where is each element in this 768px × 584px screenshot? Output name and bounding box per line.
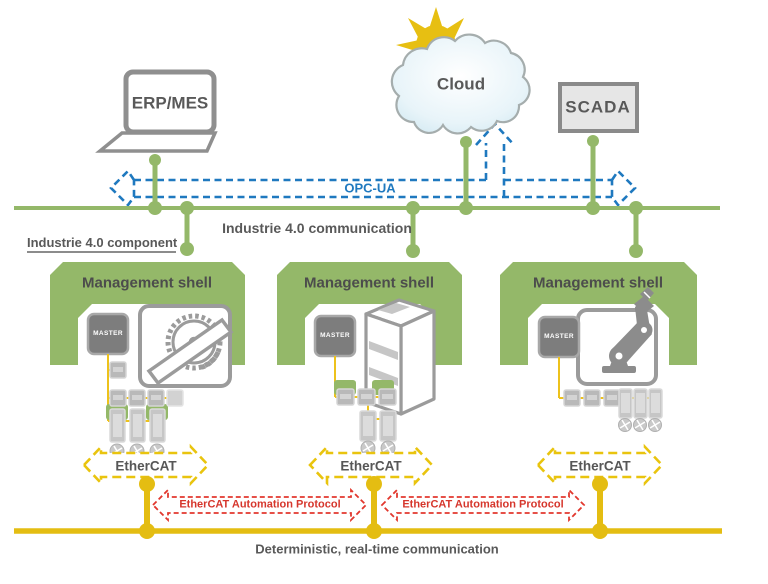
bus-connector-cloud [459,136,473,215]
eap-arrow-1 [151,487,368,523]
realtime-connector-2 [366,476,382,539]
scada-label: SCADA [565,97,631,117]
ethercat-segment-2 [334,356,397,456]
industrie40-communication-label: Industrie 4.0 communication [222,220,412,236]
drive-modules [618,388,663,419]
bus-connector-erp [148,154,162,215]
industrie40-bus [14,135,720,258]
ethercat-label-3: EtherCAT [569,458,631,474]
slave-boxes [563,389,621,407]
motor-icons [360,440,396,456]
realtime-connector-3 [592,476,608,539]
ethercat-label-1: EtherCAT [115,458,177,474]
master-label-2: MASTER [320,331,350,339]
ethercat-label-2: EtherCAT [340,458,402,474]
opc-ua-branch-to-cloud [475,122,515,197]
opc-ua-label: OPC-UA [344,180,396,196]
master-label-3: MASTER [544,332,574,340]
bus-connector-shell1 [180,201,194,256]
ethercat-arrow-3 [536,443,664,487]
ethercat-segment-3 [558,357,663,432]
realtime-connector-1 [139,476,155,539]
drive-modules [359,410,397,442]
cloud-icon [390,33,531,135]
eap-label-2: EtherCAT Automation Protocol [402,498,564,511]
drive-modules [109,408,166,443]
control-cabinet-icon [364,298,436,416]
management-shell-1-shape [50,262,245,365]
cloud-label: Cloud [436,74,486,94]
erp-mes-label: ERP/MES [131,93,209,113]
eap-label-1: EtherCAT Automation Protocol [179,498,341,511]
scada-box [558,82,639,133]
industrie40-component-label: Industrie 4.0 component [27,235,178,250]
circular-saw-icon [138,304,234,388]
motor-icons [618,418,662,432]
eap-arrow-2 [380,487,586,523]
slave-boxes [336,388,397,406]
bus-connector-shell2 [406,201,420,258]
bus-connector-scada [586,135,600,215]
management-shell-2-label: Management shell [303,274,435,292]
ethercat-arrow-1 [82,443,210,487]
master-label-1: MASTER [93,329,123,337]
realtime-communication-label: Deterministic, real-time communication [255,541,499,557]
management-shell-3-label: Management shell [532,274,664,292]
realtime-bus [14,476,722,539]
management-shell-1-label: Management shell [81,274,213,292]
laptop-icon [95,69,218,153]
component-underline [27,251,176,253]
opc-ua-arrow [109,122,637,207]
ethercat-arrow-2 [308,443,434,487]
slave-boxes [109,361,184,407]
bus-connector-shell3 [629,201,643,258]
management-shell-2-shape [277,262,462,365]
